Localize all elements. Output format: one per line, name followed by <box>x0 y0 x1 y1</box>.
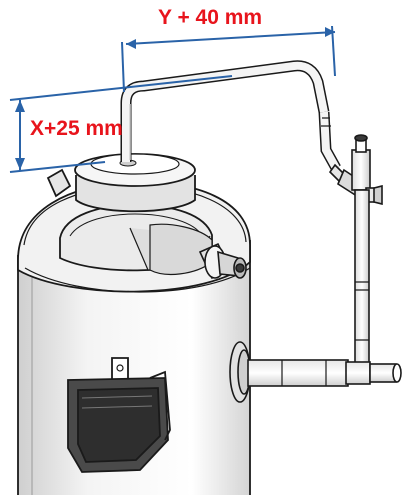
dimension-x <box>9 75 233 173</box>
dimension-y-arrow-right <box>325 27 335 37</box>
side-fitting <box>198 242 247 280</box>
dimension-x-arrow-top <box>15 100 25 112</box>
horizontal-pipe <box>229 341 402 403</box>
vertical-tube <box>354 189 370 369</box>
discharge-tube <box>120 60 341 171</box>
dimension-x-label: X+25 mm <box>30 117 123 140</box>
dimension-y-line <box>125 31 336 45</box>
dimension-x-bottom-extension <box>9 161 106 173</box>
dimension-y-arrow-left <box>126 39 136 49</box>
dimension-x-top-extension <box>9 75 233 101</box>
dimension-x-arrow-bottom <box>15 158 25 170</box>
dimension-y-extension-right <box>331 25 336 77</box>
dimension-y <box>121 25 336 93</box>
dimension-y-extension-left <box>121 41 125 93</box>
dimension-y-label: Y + 40 mm <box>158 6 263 29</box>
service-valve <box>328 134 383 206</box>
terminal-box <box>67 357 171 473</box>
compressor-dome <box>17 181 251 293</box>
